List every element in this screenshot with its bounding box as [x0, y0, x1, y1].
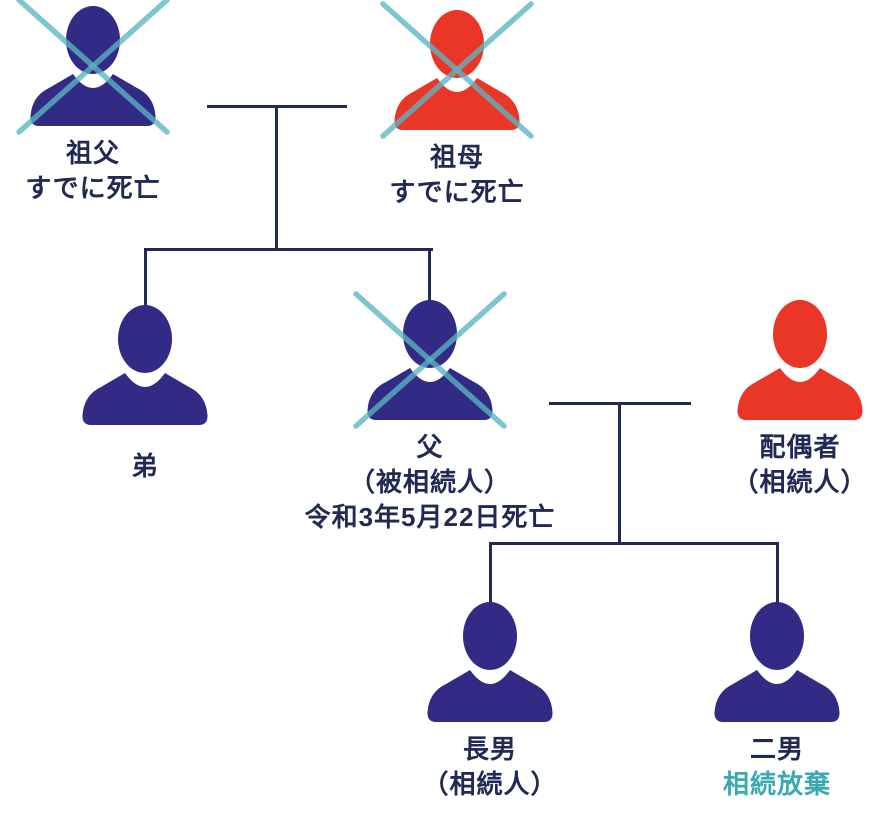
grandparents-descent-line: [275, 105, 278, 251]
person-renunciation-status: 相続放棄: [722, 769, 832, 799]
person-name: 長男: [462, 734, 518, 764]
person-name: 配偶者: [759, 432, 841, 462]
person-grandmother: 祖母 すでに死亡: [380, 1, 534, 207]
person-status: すでに死亡: [25, 173, 161, 203]
person-grandfather: 祖父 すでに死亡: [16, 0, 170, 203]
children-descent-line: [618, 402, 621, 544]
father-drop-line: [428, 248, 431, 304]
person-death-date: 令和3年5月22日死亡: [304, 502, 556, 532]
person-name: 祖父: [65, 138, 121, 168]
person-status: すでに死亡: [389, 177, 525, 207]
person-icon: [30, 6, 156, 126]
person-father: 父 （被相続人） 令和3年5月22日死亡: [305, 291, 554, 532]
person-role: （被相続人）: [348, 467, 511, 497]
person-name: 弟: [131, 451, 159, 481]
brother-drop-line: [144, 248, 147, 310]
second-son-drop-line: [776, 542, 779, 606]
person-icon: [82, 305, 208, 425]
siblings-line: [144, 248, 433, 251]
person-eldest-son: 長男 （相続人）: [420, 600, 560, 799]
person-brother: 弟: [75, 303, 215, 481]
eldest-son-drop-line: [489, 542, 492, 606]
person-name: 父: [416, 432, 444, 462]
person-spouse: 配偶者 （相続人）: [730, 298, 870, 497]
person-second-son: 二男 相続放棄: [707, 600, 847, 799]
person-name: 祖母: [429, 142, 485, 172]
person-name: 二男: [749, 734, 805, 764]
children-line: [489, 542, 779, 545]
person-icon: [714, 602, 840, 722]
person-role: （相続人）: [732, 467, 868, 497]
person-icon: [427, 602, 553, 722]
person-icon: [394, 10, 520, 130]
person-role: （相続人）: [422, 769, 558, 799]
person-icon: [737, 300, 863, 420]
person-icon: [367, 300, 493, 420]
